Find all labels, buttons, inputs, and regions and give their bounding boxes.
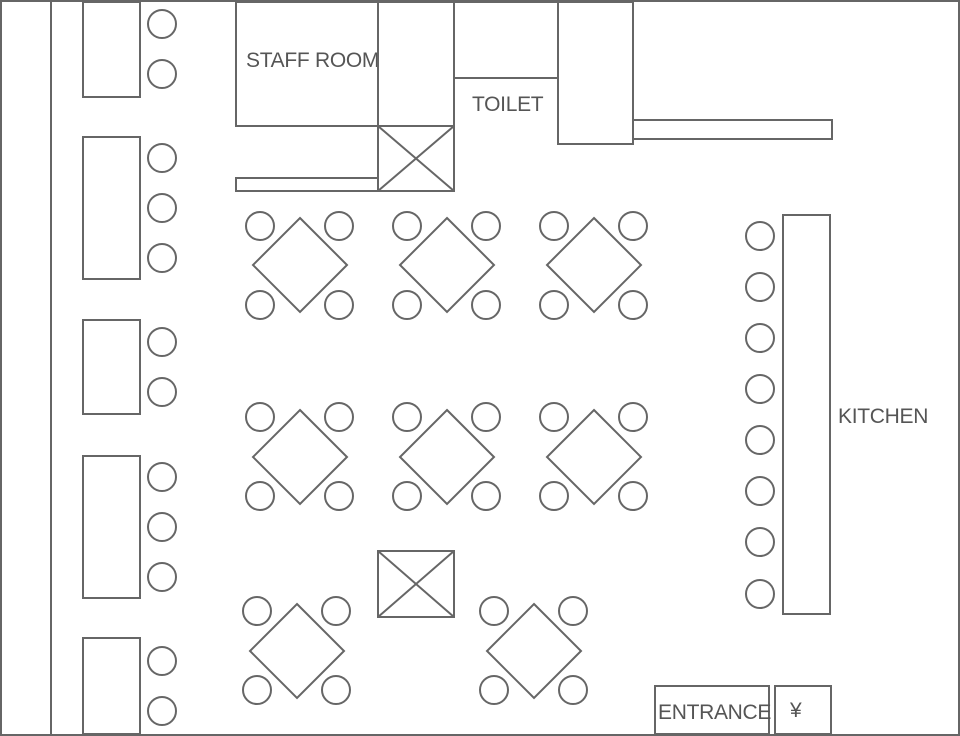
seat[interactable] bbox=[539, 211, 569, 241]
toilet-wall-block bbox=[557, 1, 634, 145]
table-group bbox=[479, 596, 588, 705]
dining-table[interactable] bbox=[251, 408, 349, 506]
dining-table[interactable] bbox=[248, 602, 346, 700]
seat[interactable] bbox=[745, 527, 775, 557]
seat[interactable] bbox=[324, 211, 354, 241]
booth-table[interactable] bbox=[82, 455, 141, 599]
left-booth-seats bbox=[147, 9, 177, 726]
seat[interactable] bbox=[147, 59, 177, 89]
seat[interactable] bbox=[242, 596, 272, 626]
seat[interactable] bbox=[147, 193, 177, 223]
staff-room-label: STAFF ROOM bbox=[246, 49, 379, 72]
seat[interactable] bbox=[392, 481, 422, 511]
pillar-lower bbox=[377, 550, 455, 618]
seat[interactable] bbox=[479, 596, 509, 626]
pillar-upper bbox=[377, 125, 455, 192]
dining-table[interactable] bbox=[251, 216, 349, 314]
seat[interactable] bbox=[242, 675, 272, 705]
entrance-label: ENTRANCE bbox=[658, 701, 771, 724]
dining-table[interactable] bbox=[485, 602, 583, 700]
seat[interactable] bbox=[392, 211, 422, 241]
table-group bbox=[539, 211, 648, 320]
seat[interactable] bbox=[479, 675, 509, 705]
seat[interactable] bbox=[324, 290, 354, 320]
table-group bbox=[245, 402, 354, 511]
table-group bbox=[242, 596, 351, 705]
seat[interactable] bbox=[618, 481, 648, 511]
seat[interactable] bbox=[245, 211, 275, 241]
entrance-box[interactable] bbox=[654, 685, 770, 735]
seat[interactable] bbox=[147, 143, 177, 173]
seat[interactable] bbox=[245, 290, 275, 320]
seat[interactable] bbox=[245, 481, 275, 511]
seat[interactable] bbox=[245, 402, 275, 432]
toilet-label: TOILET bbox=[472, 93, 544, 116]
table-group bbox=[392, 402, 501, 511]
seat[interactable] bbox=[321, 675, 351, 705]
seat[interactable] bbox=[539, 290, 569, 320]
booth-table[interactable] bbox=[82, 319, 141, 415]
seat[interactable] bbox=[324, 402, 354, 432]
toilet-stall bbox=[453, 1, 559, 79]
seat[interactable] bbox=[147, 327, 177, 357]
seat[interactable] bbox=[558, 675, 588, 705]
seat[interactable] bbox=[147, 243, 177, 273]
left-booths bbox=[82, 1, 141, 735]
seat[interactable] bbox=[392, 290, 422, 320]
table-group bbox=[245, 211, 354, 320]
kitchen-label: KITCHEN bbox=[838, 405, 928, 428]
kitchen-counter bbox=[782, 214, 831, 615]
booth-table[interactable] bbox=[82, 136, 141, 280]
seat[interactable] bbox=[147, 562, 177, 592]
seat[interactable] bbox=[147, 512, 177, 542]
partition-right bbox=[632, 119, 833, 140]
seat[interactable] bbox=[471, 402, 501, 432]
counter-seats bbox=[745, 221, 775, 609]
seat[interactable] bbox=[321, 596, 351, 626]
seat[interactable] bbox=[471, 211, 501, 241]
seat[interactable] bbox=[745, 221, 775, 251]
seat[interactable] bbox=[539, 402, 569, 432]
dining-tables bbox=[242, 211, 648, 705]
seat[interactable] bbox=[558, 596, 588, 626]
seat[interactable] bbox=[147, 696, 177, 726]
seat[interactable] bbox=[147, 9, 177, 39]
partition-left bbox=[235, 177, 379, 192]
seat[interactable] bbox=[539, 481, 569, 511]
seat[interactable] bbox=[147, 377, 177, 407]
seat[interactable] bbox=[324, 481, 354, 511]
seat[interactable] bbox=[745, 425, 775, 455]
seat[interactable] bbox=[618, 290, 648, 320]
seat[interactable] bbox=[147, 646, 177, 676]
dining-table[interactable] bbox=[545, 408, 643, 506]
cashier-box[interactable] bbox=[774, 685, 832, 735]
seat[interactable] bbox=[745, 476, 775, 506]
seat[interactable] bbox=[392, 402, 422, 432]
seat[interactable] bbox=[745, 579, 775, 609]
seat[interactable] bbox=[471, 290, 501, 320]
booth-table[interactable] bbox=[82, 637, 141, 735]
seat[interactable] bbox=[471, 481, 501, 511]
cashier-label: ¥ bbox=[789, 699, 802, 722]
seat[interactable] bbox=[745, 272, 775, 302]
seat[interactable] bbox=[745, 323, 775, 353]
dining-table[interactable] bbox=[398, 216, 496, 314]
table-group bbox=[539, 402, 648, 511]
booth-table[interactable] bbox=[82, 1, 141, 98]
table-group bbox=[392, 211, 501, 320]
seat[interactable] bbox=[618, 402, 648, 432]
corridor-wall bbox=[377, 1, 455, 127]
seat[interactable] bbox=[147, 462, 177, 492]
dining-table[interactable] bbox=[398, 408, 496, 506]
seat[interactable] bbox=[618, 211, 648, 241]
seat[interactable] bbox=[745, 374, 775, 404]
dining-table[interactable] bbox=[545, 216, 643, 314]
